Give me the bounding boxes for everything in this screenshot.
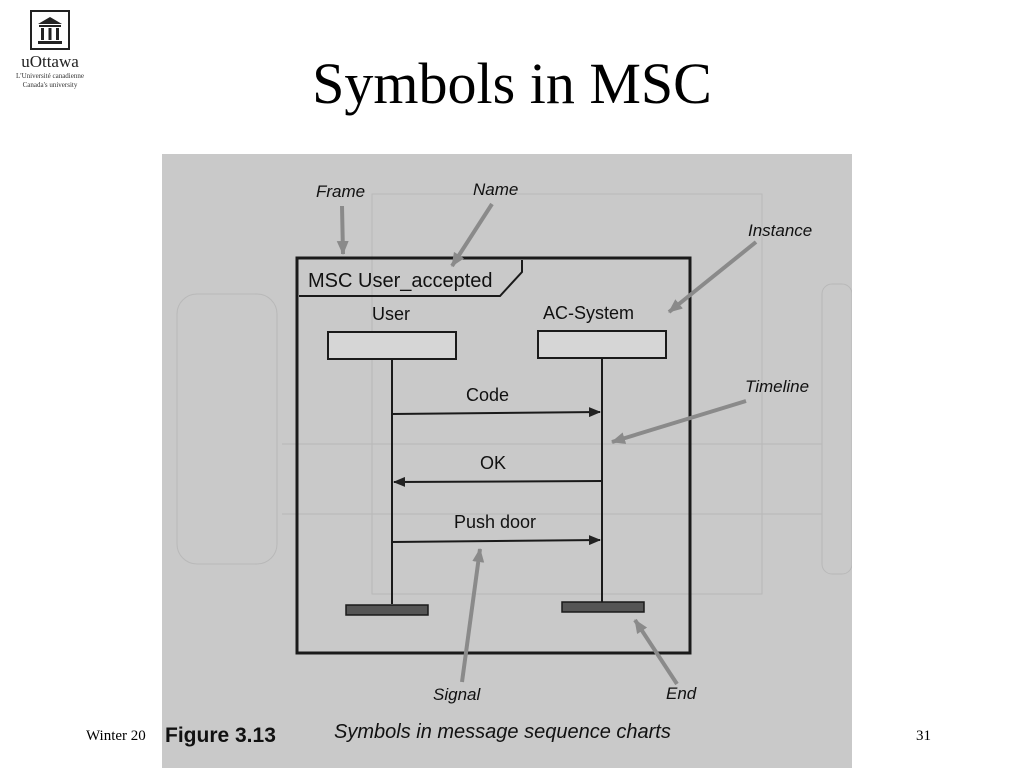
message-label-ok: OK xyxy=(480,453,506,473)
msc-frame xyxy=(295,256,692,655)
message-label-code: Code xyxy=(466,385,509,405)
label-instance: Instance xyxy=(748,221,812,240)
label-timeline: Timeline xyxy=(745,377,809,396)
logo-brand: uOttawa xyxy=(21,52,79,71)
label-end: End xyxy=(666,684,697,703)
annotation-arrows xyxy=(336,202,758,686)
instance-head-user xyxy=(327,331,457,360)
label-name: Name xyxy=(473,180,518,199)
instance-head-ac-system xyxy=(537,330,667,359)
figure-caption-text: Symbols in message sequence charts xyxy=(334,721,671,743)
end-bar-ac-system xyxy=(561,601,645,613)
building-icon xyxy=(30,10,70,50)
footer-date: Winter 20 xyxy=(86,728,146,744)
university-logo: uOttawa L'Université canadienne Canada's… xyxy=(8,10,92,90)
msc-name: MSC User_accepted xyxy=(308,270,493,292)
figure-caption-number: Figure 3.13 xyxy=(165,724,276,747)
page-number: 31 xyxy=(916,728,931,744)
message-arrow-push-door xyxy=(391,535,601,546)
msc-name-box xyxy=(299,260,523,297)
label-frame: Frame xyxy=(316,182,365,201)
msc-diagram: MSC User_accepted User AC-System Code OK… xyxy=(165,180,853,747)
instance-label-user: User xyxy=(372,304,410,324)
instance-label-ac-system: AC-System xyxy=(543,303,634,323)
end-bar-user xyxy=(345,604,429,616)
figure-photo: MSC User_accepted User AC-System Code OK… xyxy=(162,154,853,768)
slide-title: Symbols in MSC xyxy=(312,51,712,116)
bleed-through-background xyxy=(176,193,853,595)
message-arrow-code xyxy=(391,407,601,418)
logo-tagline-fr: L'Université canadienne xyxy=(16,72,84,80)
message-label-push-door: Push door xyxy=(454,512,536,532)
message-arrow-ok xyxy=(393,476,603,487)
label-signal: Signal xyxy=(433,685,481,704)
logo-tagline-en: Canada's university xyxy=(22,81,78,89)
